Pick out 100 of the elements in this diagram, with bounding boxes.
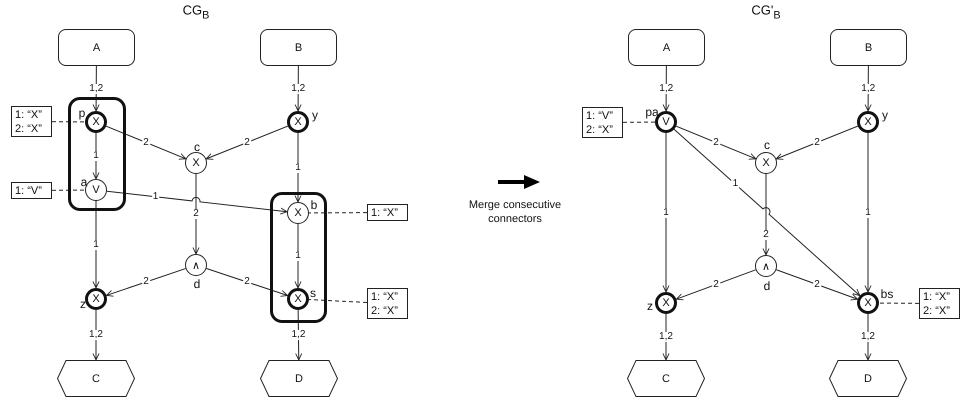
gate-symbol: X <box>662 297 670 309</box>
arrow <box>192 174 200 254</box>
arrow <box>662 132 670 292</box>
gate-symbol: X <box>864 297 872 309</box>
edge-label: 2 <box>243 138 251 148</box>
gate-symbol: V <box>662 116 670 128</box>
gate-symbol: X <box>294 116 302 128</box>
node-text: D <box>295 372 303 384</box>
gate-symbol: X <box>92 116 100 128</box>
arrow <box>776 269 858 300</box>
annotation-text: 2: “X” <box>15 122 43 136</box>
node-label: s <box>310 287 316 299</box>
process-box <box>628 29 705 66</box>
leader-line <box>308 299 368 303</box>
arrow <box>662 314 670 360</box>
gate-symbol: X <box>294 207 302 219</box>
leader-line <box>878 302 920 304</box>
node-text: B <box>864 42 872 54</box>
edge-label: 1 <box>152 192 160 202</box>
process-box <box>830 29 907 66</box>
node-label: c <box>194 141 200 153</box>
gate-symbol: X <box>762 157 770 169</box>
node-label: b <box>310 199 318 211</box>
annotation-box <box>919 288 960 319</box>
arrow <box>776 126 858 160</box>
node-text: A <box>92 42 100 54</box>
arrow <box>294 66 302 112</box>
arrow <box>674 128 860 296</box>
annotation-text: 2: “X” <box>371 304 399 318</box>
gate-symbol: ∧ <box>192 258 200 272</box>
node-text: C <box>92 372 100 384</box>
process-box <box>58 29 135 66</box>
gate-symbol: V <box>92 184 100 196</box>
node-text: A <box>662 42 670 54</box>
annotation-text: 1: “V” <box>15 184 43 198</box>
annotation-text: 1: “X” <box>371 290 399 304</box>
arrow <box>106 126 186 160</box>
edge-label: 1 <box>864 208 872 218</box>
gate-symbol: X <box>864 116 872 128</box>
edge-label: 1,2 <box>290 330 306 340</box>
annotation-box <box>11 182 52 199</box>
node-label: d <box>764 280 770 292</box>
edge-label: 2 <box>243 277 251 287</box>
edge-label: 2 <box>813 138 821 148</box>
edge-label: 1,2 <box>860 84 876 94</box>
arrow <box>864 132 872 292</box>
edge-label: 1,2 <box>290 84 306 94</box>
edge-label: 2 <box>762 230 770 240</box>
arrow <box>92 310 100 360</box>
arrow <box>662 66 670 112</box>
arrow <box>206 126 288 160</box>
edge-label: 1 <box>294 251 302 261</box>
leader-line <box>622 122 656 123</box>
gate-symbol: X <box>192 157 200 169</box>
node-label: y <box>312 109 318 121</box>
node-label: y <box>882 109 888 121</box>
node-text: D <box>864 372 872 384</box>
arrow <box>92 132 100 180</box>
annotation-box <box>11 106 52 137</box>
arrow <box>106 190 288 214</box>
node-label: z <box>80 298 86 310</box>
edge-label: 1 <box>92 151 100 161</box>
node-text: C <box>662 372 670 384</box>
annotation-box <box>367 204 408 221</box>
arrow <box>295 310 302 360</box>
arrow <box>92 66 100 112</box>
annotation-text: 2: “X” <box>586 122 614 136</box>
leader-line <box>52 121 86 122</box>
leader-line <box>52 190 86 191</box>
annotation-text: 1: “X” <box>371 206 399 220</box>
edge-label: 1,2 <box>860 332 876 342</box>
arrow <box>92 200 100 288</box>
edge-label: 1 <box>662 208 670 218</box>
arrow <box>294 132 302 202</box>
graph-name: CG'$_{B}$ <box>751 2 781 22</box>
edge-label: 2 <box>142 138 150 148</box>
arrow <box>762 174 770 256</box>
edge-label: 1,2 <box>658 332 674 342</box>
gate-symbol: X <box>294 293 302 305</box>
edge-label: 2 <box>712 138 720 148</box>
annotation-box <box>367 288 408 319</box>
arrow <box>106 268 186 297</box>
process-box <box>260 29 337 66</box>
annotation-text: 1: “V” <box>586 108 614 122</box>
node-text: B <box>294 42 302 54</box>
group-frame <box>270 192 327 323</box>
edge-label: 1,2 <box>658 84 674 94</box>
node-label: bs <box>880 288 894 300</box>
gate-symbol: X <box>92 293 100 305</box>
node-label: a <box>80 176 88 188</box>
group-frame <box>68 97 126 211</box>
gate-symbol: ∧ <box>762 260 770 272</box>
edge-label: 1 <box>294 162 302 172</box>
edge-label: 2 <box>712 280 720 290</box>
annotation-text: 2: “X” <box>923 304 951 318</box>
node-label: d <box>194 278 200 290</box>
node-label: p <box>78 107 86 119</box>
edge-label: 2 <box>192 209 200 219</box>
graph-name: CG$_{B}$ <box>182 2 210 22</box>
edge-label: 1 <box>92 240 100 250</box>
